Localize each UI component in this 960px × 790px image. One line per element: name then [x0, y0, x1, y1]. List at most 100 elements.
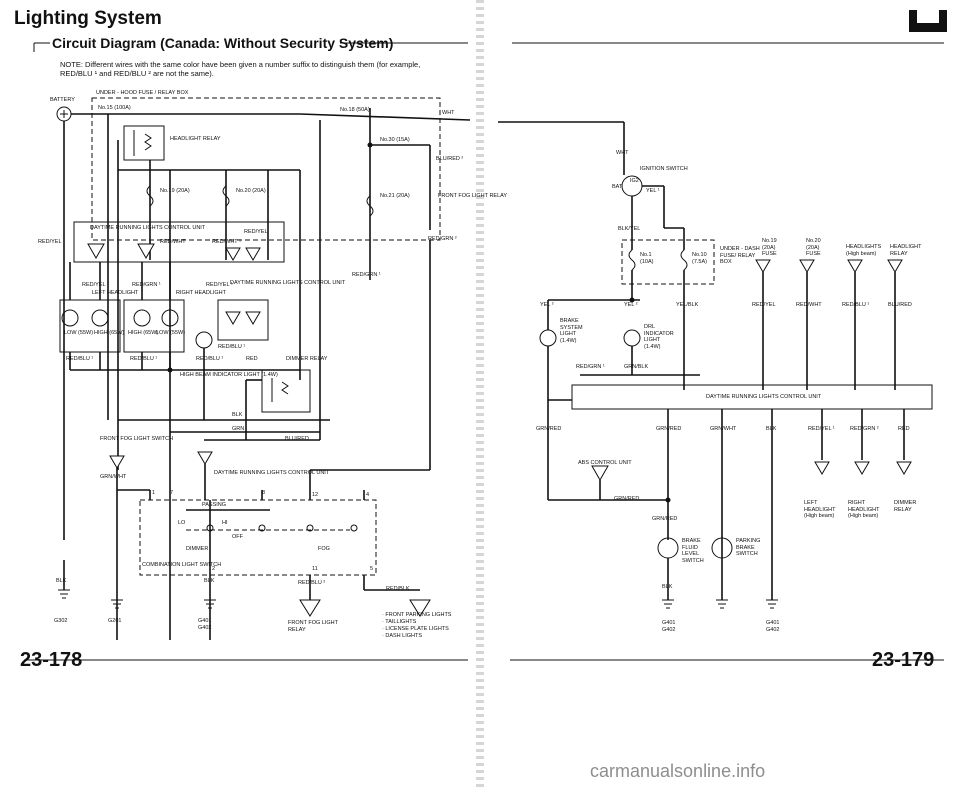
red-blu1-left-a-label: RED/BLU ¹	[66, 356, 94, 362]
red-grn1-mid-label: RED/GRN ¹	[132, 282, 161, 288]
watermark-text: carmanualsonline.info	[590, 761, 766, 781]
r-red-label: RED	[898, 426, 910, 432]
headlights-high-label: HEADLIGHTS (High beam)	[846, 244, 882, 257]
lo-label: LO	[178, 520, 186, 526]
grn-blk-label: GRN/BLK	[624, 364, 649, 370]
blk-b-label: BLK	[204, 578, 215, 584]
drl-unit-lower-label: DAYTIME RUNNING LIGHTS CONTROL UNIT	[214, 470, 330, 476]
right-headlight-label: RIGHT HEADLIGHT	[176, 290, 227, 296]
page-title: Lighting System	[14, 8, 162, 29]
loads-list-3: · LICENSE PLATE LIGHTS	[382, 626, 449, 632]
red-label: RED	[246, 356, 258, 362]
high-beam-indicator-label: HIGH BEAM INDICATOR LIGHT (1.4W)	[180, 372, 278, 378]
r-fuse-no19-label: No.19 (20A) FUSE	[762, 238, 777, 257]
underdash-box-label: UNDER - DASH FUSE/ RELAY BOX	[720, 246, 760, 265]
pin-12: 12	[312, 492, 319, 498]
red-grn2-top-label: RED/GRN ²	[428, 236, 457, 242]
ground-g401-g402-left: G401 G402	[198, 618, 212, 631]
right-headlight-hb-label: RIGHT HEADLIGHT (High beam)	[848, 500, 880, 519]
blu-red2-label: BLU/RED ²	[436, 156, 464, 162]
left-headlight-hb-label: LEFT HEADLIGHT (High beam)	[804, 500, 836, 519]
red-wht-label: RED/WHT	[160, 239, 186, 245]
ground-g201: G201	[108, 618, 122, 624]
pin-8: 8	[262, 490, 266, 496]
grn-red-d-label: GRN/RED	[652, 516, 678, 522]
high-65w-left-label: HIGH (65W)	[94, 330, 125, 336]
red-yel1-right-label: RED/YEL ¹	[206, 282, 233, 288]
red-blu1-d-label: RED/BLU ¹	[196, 356, 224, 362]
off-label: OFF	[232, 534, 243, 540]
drl-indicator-label: DRL INDICATOR LIGHT (1.4W)	[644, 324, 674, 350]
brake-fluid-switch-label: BRAKE FLUID LEVEL SWITCH	[682, 538, 704, 564]
wht-label: WHT	[442, 110, 455, 116]
fuse-no18-label: No.18 (50A)	[340, 107, 370, 113]
front-fog-switch-label: FRONT FOG LIGHT SWITCH	[100, 436, 174, 442]
battery-label: BATTERY	[50, 97, 75, 103]
fuse-no10-label: No.10 (7.5A)	[692, 252, 707, 265]
pin-11: 11	[312, 566, 318, 572]
r-fuse-no20-label: No.20 (20A) FUSE	[806, 238, 821, 257]
red-grn1-label: RED/GRN ¹	[352, 272, 381, 278]
fuse-no21-label: No.21 (20A)	[380, 193, 410, 199]
hi-label: HI	[222, 520, 228, 526]
red-yel1-label: RED/YEL ¹	[82, 282, 109, 288]
r-grn-wht-label: GRN/WHT	[710, 426, 737, 432]
red-yel-right-label: RED/YEL	[244, 229, 268, 235]
r-ground-g401-g402-b: G401 G402	[766, 620, 780, 633]
note-line-2: RED/BLU ¹ and RED/BLU ² are not the same…	[60, 69, 214, 78]
blk-mid-label: BLK	[232, 412, 243, 418]
left-headlight-label: LEFT HEADLIGHT	[92, 290, 139, 296]
drl-control-unit-box	[571, 384, 933, 410]
parking-brake-switch-label: PARKING BRAKE SWITCH	[736, 538, 761, 557]
dimmer-relay-label: DIMMER RELAY	[286, 356, 328, 362]
drl-control-unit-label: DAYTIME RUNNING LIGHTS CONTROL UNIT	[706, 394, 822, 400]
low-55w-left-label: LOW (55W)	[64, 330, 94, 336]
fuse-no15-label: No.15 (100A)	[98, 105, 131, 111]
fuse-no20-label: No.20 (20A)	[236, 188, 266, 194]
combination-switch-outline	[139, 499, 377, 576]
r-red-yel1-label: RED/YEL ¹	[808, 426, 835, 432]
yel2-b-label: YEL ²	[624, 302, 638, 308]
grn-red-b-label: GRN/RED	[656, 426, 682, 432]
ignition-switch-label: IGNITION SWITCH	[640, 166, 688, 172]
page-number-left: 23-178	[20, 649, 83, 671]
r-wht-label: WHT	[616, 150, 629, 156]
r-dimmer-relay-label: DIMMER RELAY	[894, 500, 917, 513]
page-number-right: 23-179	[872, 649, 935, 671]
pin-1: 1	[152, 490, 156, 496]
drl-unit-label: DAYTIME RUNNING LIGHTS CONTROL UNIT	[90, 225, 206, 231]
red-wht1-label: RED/WHT ¹	[212, 239, 241, 245]
fuse-no1-label: No.1 (10A)	[640, 252, 654, 265]
r-red-grn1-label: RED/GRN ¹	[576, 364, 605, 370]
grn-red-c-label: GRN/RED	[614, 496, 640, 502]
loads-list-4: · DASH LIGHTS	[382, 633, 423, 639]
loads-list-1: · FRONT PARKING LIGHTS	[382, 612, 452, 618]
r-headlight-relay-label: HEADLIGHT RELAY	[890, 244, 922, 257]
grn-wht-label: GRN/WHT	[100, 474, 127, 480]
passing-label: PASSING	[202, 502, 227, 508]
red-blu1-right-label: RED/BLU ¹	[218, 344, 246, 350]
r-red-yel-label: RED/YEL	[752, 302, 776, 308]
section-tab-mark	[909, 10, 947, 32]
front-fog-relay-label: FRONT FOG LIGHT RELAY	[438, 193, 508, 199]
blk-yel-label: BLK/YEL	[618, 226, 641, 232]
r-red-blu1-label: RED/BLU ¹	[842, 302, 870, 308]
high-65w-right-label: HIGH (65W)	[128, 330, 159, 336]
fog-label: FOG	[318, 546, 330, 552]
headlight-relay-label: HEADLIGHT RELAY	[170, 136, 221, 142]
brake-light-label: BRAKE SYSTEM LIGHT (1.4W)	[560, 318, 583, 344]
r-blk-label: BLK	[766, 426, 777, 432]
underhood-box-outline	[91, 97, 441, 241]
pin-7: 7	[170, 490, 174, 496]
loads-list-2: · TAILLIGHTS	[382, 619, 417, 625]
pin-5: 5	[370, 566, 374, 572]
r-ground-g401-g402-a: G401 G402	[662, 620, 676, 633]
yel2-a-label: YEL ²	[540, 302, 554, 308]
yel1-label: YEL ¹	[646, 188, 660, 194]
yel-blk-label: YEL/BLK	[676, 302, 699, 308]
red-yel-left-label: RED/YEL	[38, 239, 62, 245]
r-red-wht-label: RED/WHT	[796, 302, 822, 308]
pin-2: 2	[212, 566, 216, 572]
ig2-label: IG2	[630, 178, 639, 184]
